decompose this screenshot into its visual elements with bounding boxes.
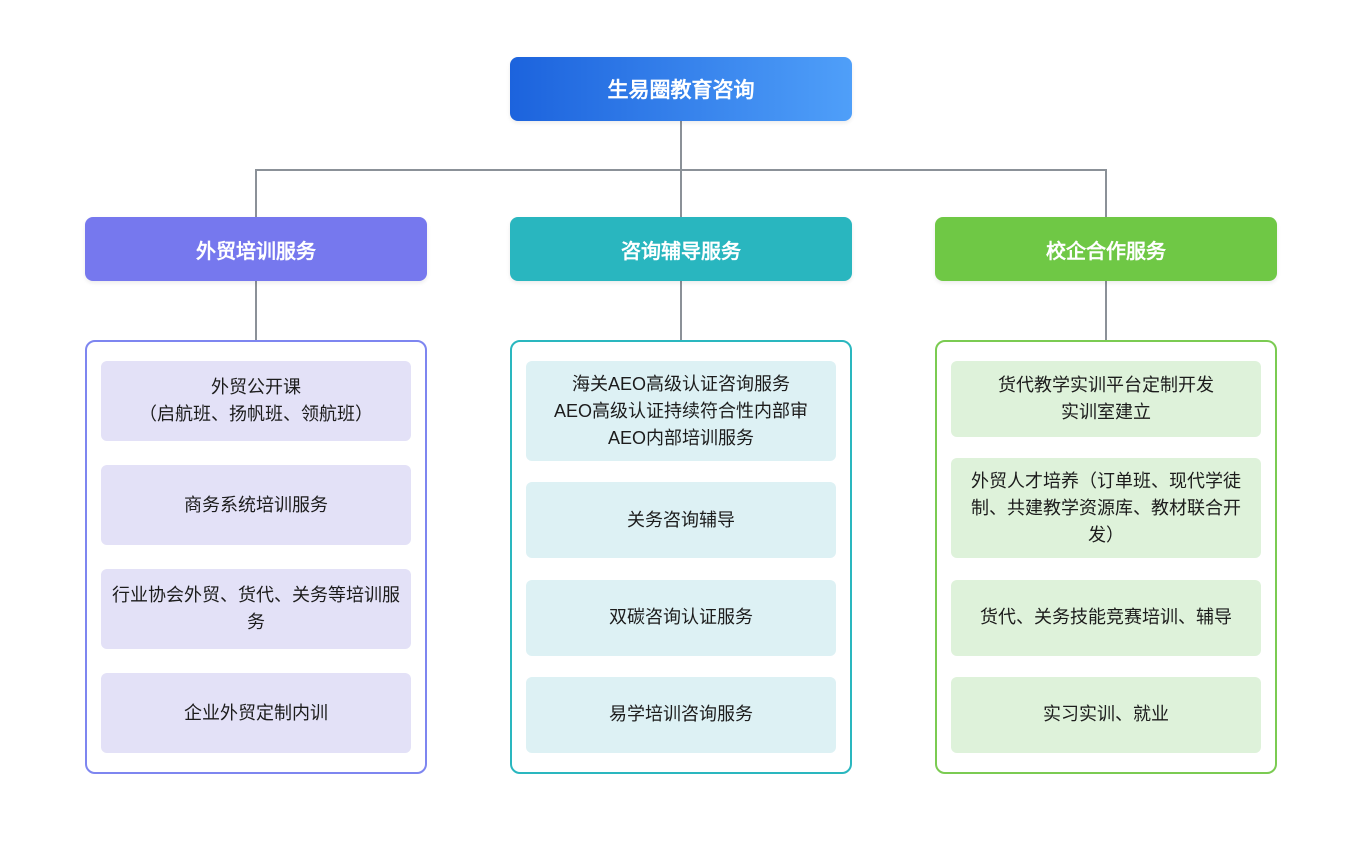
leaf-node[interactable]: 海关AEO高级认证咨询服务 AEO高级认证持续符合性内部审 AEO内部培训服务 bbox=[526, 361, 836, 461]
leaf-node-label: 双碳咨询认证服务 bbox=[609, 607, 753, 628]
root-node[interactable]: 生易圈教育咨询 bbox=[510, 57, 852, 121]
branch-header-consulting[interactable]: 咨询辅导服务 bbox=[510, 217, 852, 281]
leaf-node-label: 易学培训咨询服务 bbox=[609, 704, 753, 725]
leaf-node-label: 企业外贸定制内训 bbox=[184, 702, 328, 723]
leaf-node[interactable]: 货代、关务技能竞赛培训、辅导 bbox=[951, 579, 1261, 656]
branch-header-school-enterprise[interactable]: 校企合作服务 bbox=[935, 217, 1277, 281]
connector-line bbox=[255, 169, 257, 217]
connector-line bbox=[1105, 281, 1107, 340]
leaf-node[interactable]: 外贸人才培养（订单班、现代学徒制、共建教学资源库、教材联合开发） bbox=[951, 458, 1261, 559]
leaf-node[interactable]: 外贸公开课 （启航班、扬帆班、领航班） bbox=[101, 361, 411, 441]
branch-header-label: 咨询辅导服务 bbox=[621, 240, 741, 263]
connector-line bbox=[255, 281, 257, 340]
leaf-node-label: 外贸公开课 （启航班、扬帆班、领航班） bbox=[139, 377, 373, 424]
branch-group-trade-training[interactable]: 外贸公开课 （启航班、扬帆班、领航班） 商务系统培训服务 行业协会外贸、货代、关… bbox=[85, 340, 427, 774]
leaf-node[interactable]: 易学培训咨询服务 bbox=[526, 676, 836, 753]
root-node-label: 生易圈教育咨询 bbox=[607, 79, 755, 102]
connector-line bbox=[680, 121, 682, 169]
leaf-node-label: 行业协会外贸、货代、关务等培训服务 bbox=[112, 585, 400, 632]
branch-header-label: 外贸培训服务 bbox=[196, 240, 316, 263]
leaf-node[interactable]: 企业外贸定制内训 bbox=[101, 673, 411, 753]
leaf-node[interactable]: 实习实训、就业 bbox=[951, 676, 1261, 753]
leaf-node-label: 关务咨询辅导 bbox=[627, 509, 735, 530]
leaf-node[interactable]: 行业协会外贸、货代、关务等培训服务 bbox=[101, 569, 411, 649]
leaf-node-label: 海关AEO高级认证咨询服务 AEO高级认证持续符合性内部审 AEO内部培训服务 bbox=[553, 373, 808, 448]
leaf-node[interactable]: 关务咨询辅导 bbox=[526, 482, 836, 559]
connector-line bbox=[1105, 169, 1107, 217]
leaf-node-label: 外贸人才培养（订单班、现代学徒制、共建教学资源库、教材联合开发） bbox=[971, 470, 1241, 545]
leaf-node-label: 商务系统培训服务 bbox=[184, 494, 328, 515]
leaf-node-label: 货代、关务技能竞赛培训、辅导 bbox=[980, 607, 1232, 628]
branch-group-school-enterprise[interactable]: 货代教学实训平台定制开发 实训室建立 外贸人才培养（订单班、现代学徒制、共建教学… bbox=[935, 340, 1277, 774]
leaf-node-label: 货代教学实训平台定制开发 实训室建立 bbox=[998, 375, 1214, 422]
connector-line bbox=[680, 169, 682, 217]
branch-group-consulting[interactable]: 海关AEO高级认证咨询服务 AEO高级认证持续符合性内部审 AEO内部培训服务 … bbox=[510, 340, 852, 774]
branch-header-trade-training[interactable]: 外贸培训服务 bbox=[85, 217, 427, 281]
branch-header-label: 校企合作服务 bbox=[1046, 240, 1166, 263]
leaf-node[interactable]: 货代教学实训平台定制开发 实训室建立 bbox=[951, 361, 1261, 437]
leaf-node-label: 实习实训、就业 bbox=[1043, 704, 1169, 725]
leaf-node[interactable]: 双碳咨询认证服务 bbox=[526, 579, 836, 656]
connector-line bbox=[680, 281, 682, 340]
leaf-node[interactable]: 商务系统培训服务 bbox=[101, 465, 411, 545]
